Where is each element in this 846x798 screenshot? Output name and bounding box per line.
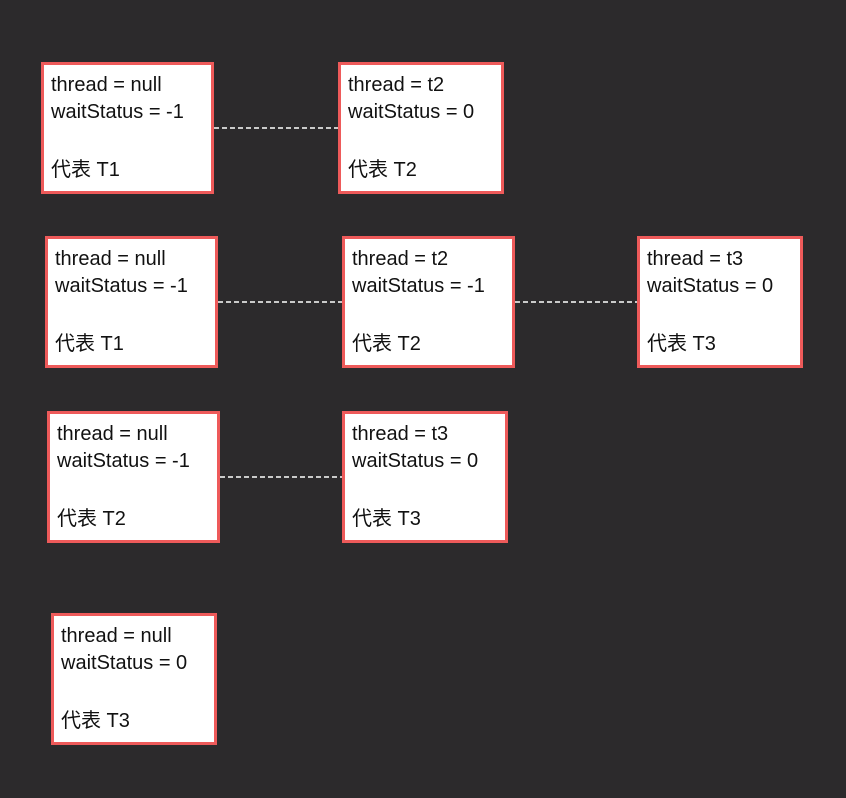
node-represents: 代表 T2 bbox=[348, 159, 417, 181]
queue-node-row0-1: thread = null waitStatus = -1 代表 T1 bbox=[41, 62, 214, 194]
node-wait-status: waitStatus = 0 bbox=[352, 450, 479, 472]
node-represents: 代表 T3 bbox=[61, 710, 130, 732]
node-wait-status: waitStatus = 0 bbox=[61, 652, 188, 674]
node-represents: 代表 T3 bbox=[647, 333, 716, 355]
node-represents: 代表 T1 bbox=[51, 159, 120, 181]
node-represents: 代表 T2 bbox=[57, 508, 126, 530]
node-wait-status: waitStatus = -1 bbox=[352, 275, 485, 297]
node-represents: 代表 T1 bbox=[55, 333, 124, 355]
node-wait-status: waitStatus = -1 bbox=[57, 450, 190, 472]
node-thread: thread = t3 bbox=[352, 423, 449, 445]
node-thread: thread = t2 bbox=[348, 74, 445, 96]
node-thread: thread = t3 bbox=[647, 248, 744, 270]
queue-node-row1-2: thread = t2 waitStatus = -1 代表 T2 bbox=[342, 236, 515, 368]
queue-node-row2-1: thread = null waitStatus = -1 代表 T2 bbox=[47, 411, 220, 543]
queue-node-row0-2: thread = t2 waitStatus = 0 代表 T2 bbox=[338, 62, 504, 194]
node-represents: 代表 T2 bbox=[352, 333, 421, 355]
queue-node-row2-2: thread = t3 waitStatus = 0 代表 T3 bbox=[342, 411, 508, 543]
node-wait-status: waitStatus = -1 bbox=[55, 275, 188, 297]
queue-node-row3-1: thread = null waitStatus = 0 代表 T3 bbox=[51, 613, 217, 745]
node-wait-status: waitStatus = -1 bbox=[51, 101, 184, 123]
node-wait-status: waitStatus = 0 bbox=[348, 101, 475, 123]
node-represents: 代表 T3 bbox=[352, 508, 421, 530]
queue-node-row1-3: thread = t3 waitStatus = 0 代表 T3 bbox=[637, 236, 803, 368]
node-thread: thread = null bbox=[61, 625, 172, 647]
node-thread: thread = null bbox=[55, 248, 166, 270]
queue-node-row1-1: thread = null waitStatus = -1 代表 T1 bbox=[45, 236, 218, 368]
node-thread: thread = null bbox=[57, 423, 168, 445]
node-thread: thread = null bbox=[51, 74, 162, 96]
node-wait-status: waitStatus = 0 bbox=[647, 275, 774, 297]
node-thread: thread = t2 bbox=[352, 248, 449, 270]
